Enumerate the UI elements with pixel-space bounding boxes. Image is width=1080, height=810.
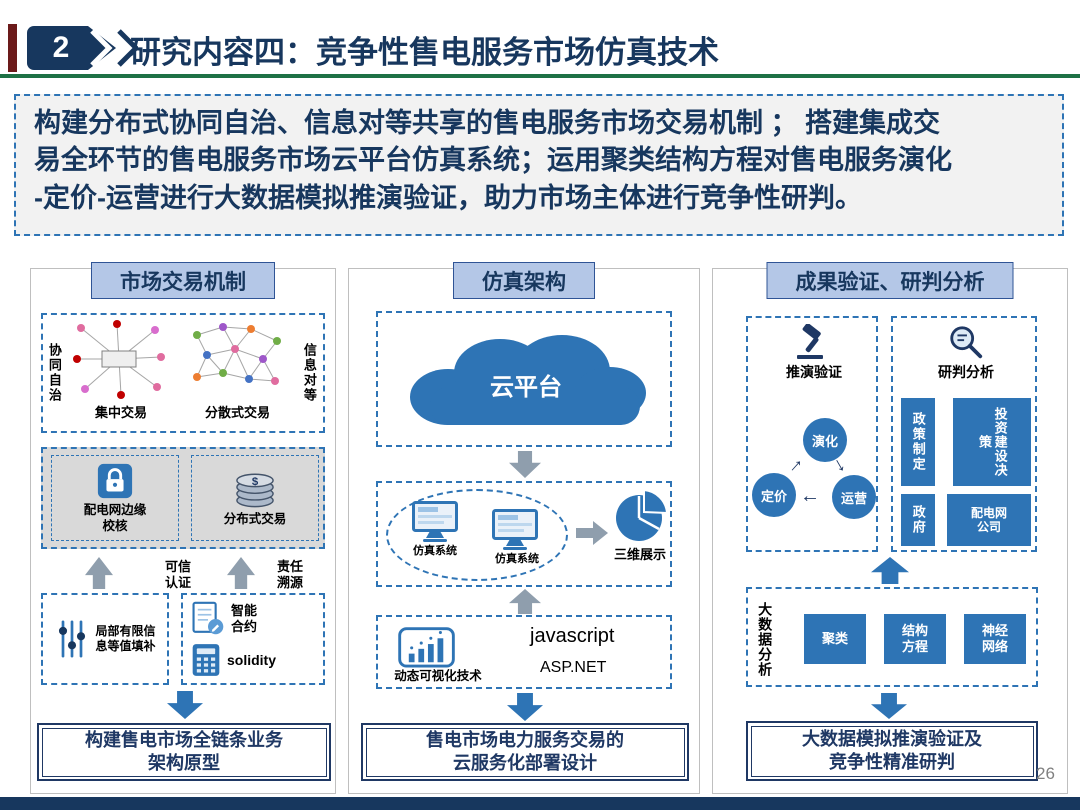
cloud-platform-box: 云平台 <box>376 311 672 447</box>
right-arrow-icon <box>576 521 608 545</box>
tech-aspnet-label: ASP.NET <box>540 659 607 676</box>
bigdata-analysis-box: 大数据分析 聚类 结构 方程 神经 网络 <box>746 587 1038 687</box>
monitor-icon <box>492 509 538 550</box>
edge-check-label: 配电网边缘 校核 <box>83 503 147 533</box>
policy-making-box: 政策制定 <box>901 398 935 486</box>
column1-header: 市场交易机制 <box>91 262 275 299</box>
centralized-trading-label: 集中交易 <box>94 405 147 420</box>
sim-system-left-label: 仿真系统 <box>413 545 457 557</box>
analysis-label: 研判分析 <box>938 364 994 380</box>
column3-conclusion: 大数据模拟推演验证及 竞争性精准研判 <box>746 721 1038 781</box>
pricing-circle: 定价 <box>752 473 796 517</box>
sem-box: 结构 方程 <box>884 614 946 664</box>
smart-contract-row: 智能 合约 <box>191 600 315 638</box>
local-info-box: 局部有限信 息等值填补 <box>41 593 169 685</box>
header: 2 研究内容四：竞争性售电服务市场仿真技术 <box>0 0 1080 78</box>
solidity-row: solidity <box>191 642 315 678</box>
tech-javascript-label: javascript <box>530 625 615 647</box>
smart-contract-label: 智能 合约 <box>231 603 258 634</box>
evolution-circle: 演化 <box>803 418 847 462</box>
deduction-label: 推演验证 <box>786 364 842 380</box>
traceability-label: 责任 溯源 <box>276 559 303 590</box>
operation-to-pricing-arrow-icon: ← <box>800 485 820 507</box>
distributed-trading-item: $ 分布式交易 <box>191 455 319 541</box>
column1-conclusion: 构建售电市场全链条业务 架构原型 <box>37 723 331 781</box>
down-arrow-icon <box>509 451 541 478</box>
column-market-mechanism: 市场交易机制 协同自治 集中交易 <box>30 262 336 794</box>
three-d-display-label: 三维展示 <box>613 547 666 562</box>
gavel-icon <box>797 324 823 359</box>
cloud-platform-label: 云平台 <box>490 374 562 401</box>
sim-system-right-label: 仿真系统 <box>495 553 539 565</box>
simulation-systems-box: 仿真系统 仿真系统 三维展示 <box>376 481 672 587</box>
header-accent-bar <box>8 24 17 72</box>
bigdata-vertical-label: 大数据分析 <box>757 601 774 677</box>
column2-conclusion: 售电市场电力服务交易的 云服务化部署设计 <box>361 723 689 781</box>
decentralized-network-icon <box>193 323 281 385</box>
dollar-symbol: $ <box>252 476 259 488</box>
contract-document-icon <box>192 601 224 635</box>
judgment-analysis-box: 研判分析 政策制定 投资建设决策 政府 配电网 公司 <box>891 316 1037 552</box>
up-arrow-icon <box>871 557 909 584</box>
calculator-icon <box>192 644 220 676</box>
decentralized-trading-label: 分散式交易 <box>204 405 270 420</box>
badge-arrow-shape-icon <box>27 26 140 70</box>
info-parity-label: 信息对等 <box>301 343 317 403</box>
footer-bar <box>0 797 1080 810</box>
solidity-label: solidity <box>227 652 277 668</box>
trusted-cert-label: 可信 认证 <box>164 559 191 590</box>
operation-circle: 运营 <box>832 475 876 519</box>
trading-networks-box: 协同自治 集中交易 <box>41 313 325 433</box>
lock-icon <box>97 464 133 499</box>
nn-box: 神经 网络 <box>964 614 1026 664</box>
simulation-cluster-ellipse: 仿真系统 仿真系统 <box>386 489 568 581</box>
coins-icon: $ <box>236 473 274 508</box>
up-arrow-icon <box>85 557 113 589</box>
cloud-icon <box>410 335 646 425</box>
local-info-label: 局部有限信 息等值填补 <box>95 624 156 653</box>
page-title: 研究内容四：竞争性售电服务市场仿真技术 <box>130 35 719 70</box>
summary-box: 构建分布式协同自治、信息对等共享的售电服务市场交易机制 ； 搭建集成交 易全环节… <box>14 94 1064 236</box>
cluster-box: 聚类 <box>804 614 866 664</box>
bar-chart-icon <box>398 627 455 668</box>
column-validation-analysis: 成果验证、研判分析 推演验证 演化 定价 运营 → → ← 研判分析 政策制定 … <box>712 262 1068 794</box>
visualization-tech-box: 动态可视化技术 javascript ASP.NET <box>376 615 672 689</box>
badge-number: 2 <box>52 31 70 64</box>
column2-header: 仿真架构 <box>453 262 595 299</box>
deduction-verification-box: 推演验证 演化 定价 运营 → → ← <box>746 316 878 552</box>
sliders-icon <box>59 620 86 658</box>
pie-chart-icon <box>616 489 668 541</box>
monitor-icon <box>412 501 458 542</box>
column-simulation-architecture: 仿真架构 云平台 仿真系统 <box>348 262 700 794</box>
page-number: 26 <box>1036 764 1055 783</box>
pricing-to-evolution-arrow-icon: → <box>779 449 809 479</box>
edge-verification-box: 配电网边缘 校核 $ 分布式交易 <box>41 447 325 549</box>
smart-contract-box: 智能 合约 solidity <box>181 593 325 685</box>
coop-autonomy-label: 协同自治 <box>46 343 62 403</box>
up-arrow-icon <box>227 557 255 589</box>
government-box: 政府 <box>901 494 935 546</box>
grid-company-box: 配电网 公司 <box>947 494 1031 546</box>
down-arrow-icon <box>871 693 907 719</box>
dynamic-viz-label: 动态可视化技术 <box>394 669 482 683</box>
down-arrow-icon <box>507 693 543 721</box>
down-arrow-icon <box>167 691 203 719</box>
edge-check-item: 配电网边缘 校核 <box>51 455 179 541</box>
centralized-network-icon <box>73 320 165 399</box>
investment-decision-box: 投资建设决策 <box>953 398 1031 486</box>
distributed-trading-label: 分布式交易 <box>223 511 287 526</box>
magnifier-icon <box>950 326 983 359</box>
header-divider <box>0 74 1080 78</box>
up-arrow-icon <box>509 589 541 614</box>
column3-header: 成果验证、研判分析 <box>766 262 1014 299</box>
section-badge: 2 <box>26 24 140 72</box>
